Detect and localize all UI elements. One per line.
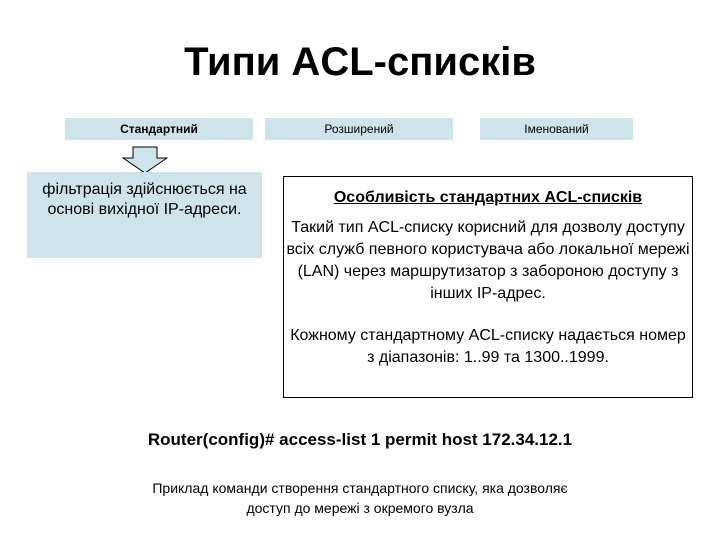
tab-standard: Стандартний	[65, 118, 253, 140]
page-title: Типи ACL-списків	[184, 40, 536, 84]
down-arrow-icon	[122, 146, 168, 174]
command-example: Router(config)# access-list 1 permit hos…	[147, 430, 573, 449]
tab-named: Іменований	[480, 118, 633, 140]
feature-heading: Особливість стандартних ACL-списків	[333, 189, 643, 206]
feature-paragraph-2: Кожному стандартному ACL-списку надаєтьс…	[290, 327, 686, 366]
tab-extended: Розширений	[265, 118, 453, 140]
feature-paragraph-1: Такий тип ACL-списку корисний для дозвол…	[286, 219, 690, 302]
command-caption: Приклад команди створення стандартного с…	[152, 480, 568, 516]
feature-box: Особливість стандартних ACL-списків Таки…	[283, 176, 693, 398]
filter-description: фільтрація здійснюється на основі вихідн…	[27, 172, 262, 258]
